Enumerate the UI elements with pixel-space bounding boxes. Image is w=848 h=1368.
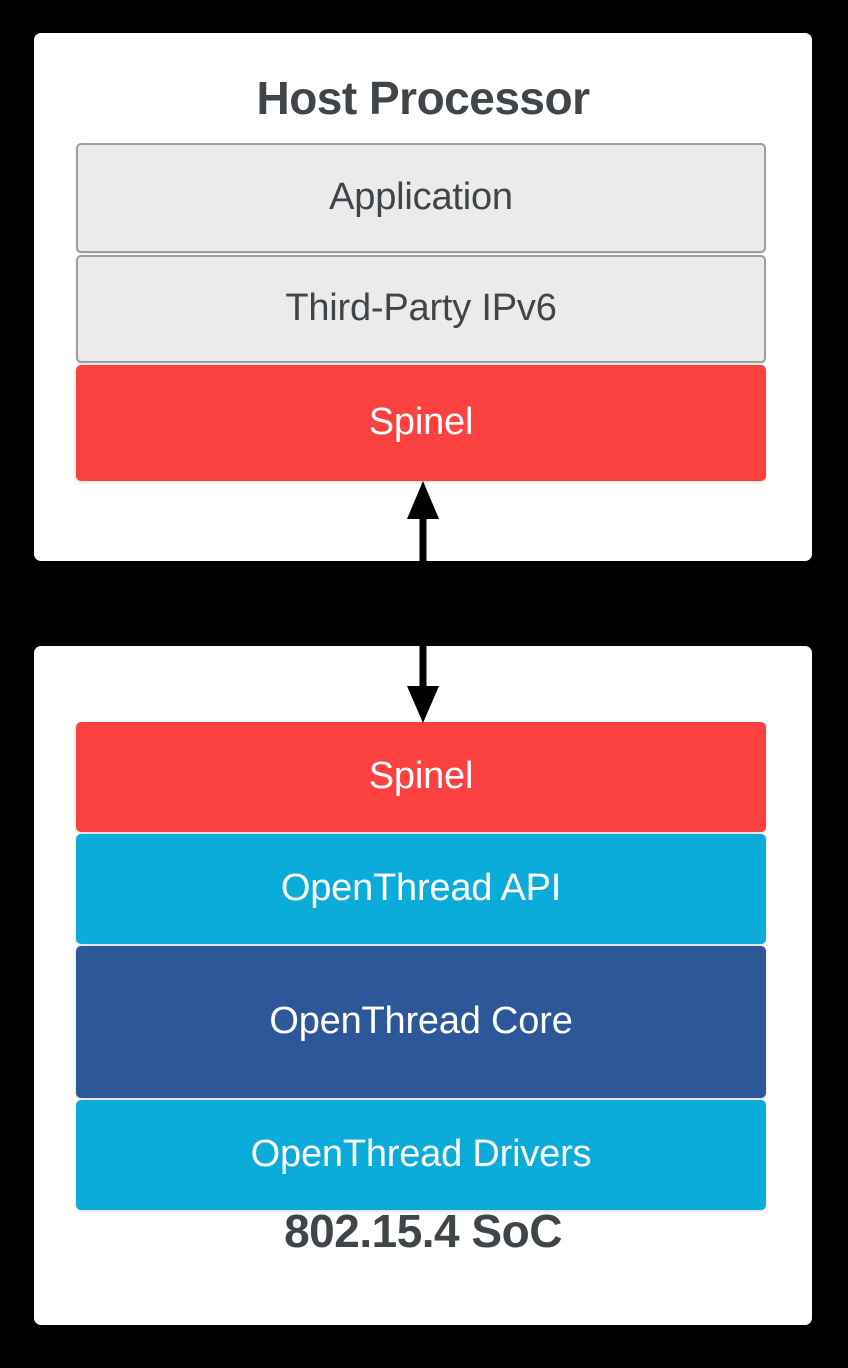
host-layer-application: Application: [76, 143, 766, 253]
soc-layer-openthread-core: OpenThread Core: [76, 946, 766, 1098]
soc-title: 802.15.4 SoC: [284, 1205, 562, 1257]
host-processor-layer-stack: Application Third-Party IPv6 Spinel: [76, 143, 766, 481]
host-processor-title: Host Processor: [256, 72, 590, 124]
soc-layer-openthread-api: OpenThread API: [76, 834, 766, 944]
soc-layer-openthread-api-label: OpenThread API: [280, 867, 562, 910]
soc-card: Spinel OpenThread API OpenThread Core Op…: [34, 646, 812, 1325]
host-layer-third-party-ipv6: Third-Party IPv6: [76, 255, 766, 363]
host-layer-application-label: Application: [329, 176, 513, 219]
host-layer-spinel-label: Spinel: [368, 401, 474, 444]
soc-layer-spinel: Spinel: [76, 722, 766, 832]
host-processor-card: Host Processor Application Third-Party I…: [34, 33, 812, 561]
soc-layer-openthread-drivers: OpenThread Drivers: [76, 1100, 766, 1210]
soc-layer-openthread-core-label: OpenThread Core: [269, 1000, 573, 1043]
soc-layer-stack: Spinel OpenThread API OpenThread Core Op…: [76, 722, 766, 1210]
soc-layer-spinel-label: Spinel: [368, 755, 474, 798]
soc-layer-openthread-drivers-label: OpenThread Drivers: [250, 1133, 592, 1176]
host-layer-spinel: Spinel: [76, 365, 766, 481]
host-layer-third-party-ipv6-label: Third-Party IPv6: [285, 287, 557, 330]
